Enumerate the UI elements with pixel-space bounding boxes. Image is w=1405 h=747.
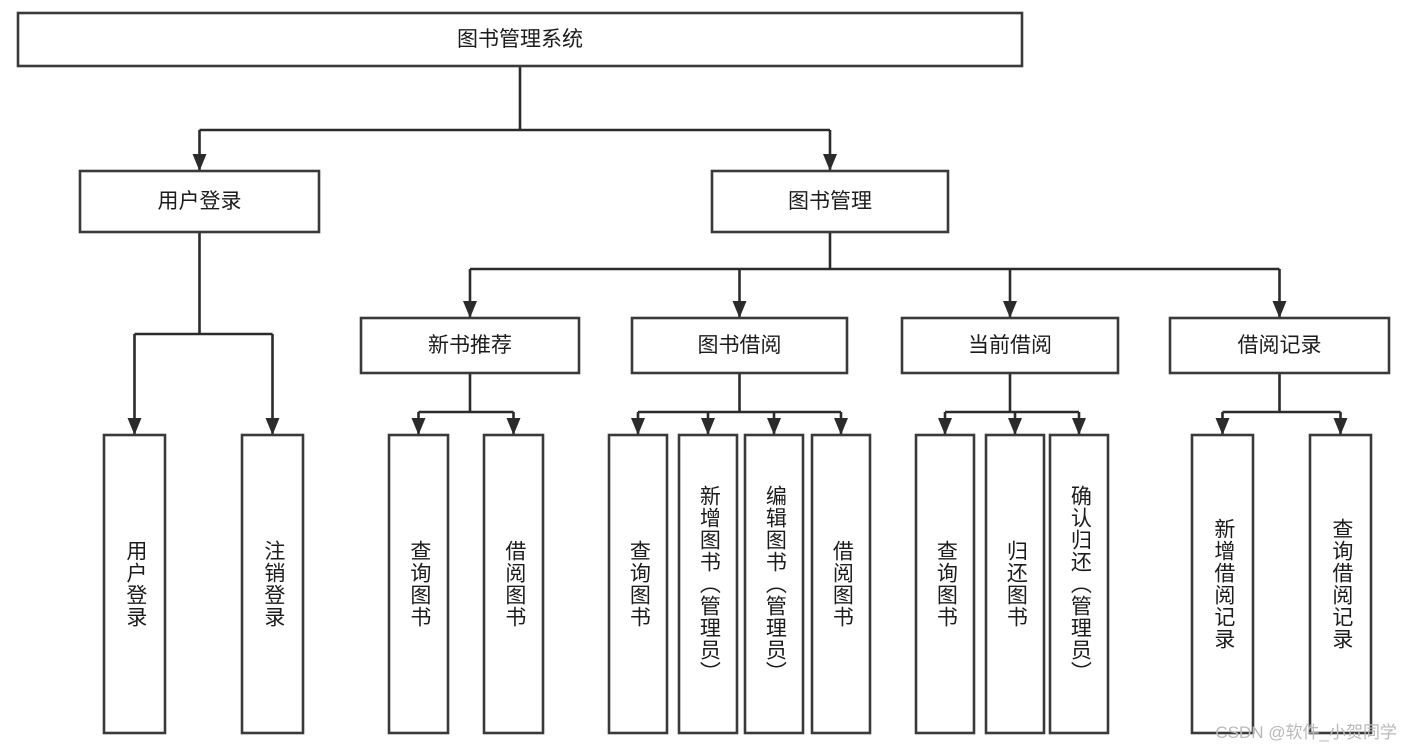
- leaf-node-leaf-confirm-return[interactable]: [1048, 433, 1110, 735]
- arrow-head-icon: [1215, 418, 1230, 435]
- arrow-head-icon: [127, 418, 142, 435]
- node-label-root: 图书管理系统: [457, 28, 583, 51]
- arrow-head-icon: [823, 154, 837, 171]
- leaf-node-leaf-query-book-1[interactable]: [387, 433, 450, 735]
- arrow-head-icon: [767, 418, 781, 435]
- arrow-head-icon: [631, 418, 645, 435]
- arrow-head-icon: [411, 418, 426, 435]
- arrow-head-icon: [463, 301, 477, 318]
- node-new-book-recommend[interactable]: [359, 316, 581, 375]
- arrow-head-icon: [1072, 418, 1086, 435]
- arrow-head-icon: [265, 418, 280, 435]
- leaf-node-leaf-query-book-3[interactable]: [914, 433, 976, 735]
- node-borrow-record[interactable]: [1168, 316, 1391, 375]
- leaf-node-leaf-query-book-2[interactable]: [607, 433, 669, 735]
- node-book-manage[interactable]: [710, 169, 950, 234]
- arrow-head-icon: [1272, 301, 1287, 318]
- leaf-node-leaf-add-book[interactable]: [677, 433, 739, 735]
- node-root-root[interactable]: [16, 11, 1024, 68]
- arrow-head-icon: [701, 418, 715, 435]
- arrow-head-icon: [1333, 418, 1348, 435]
- leaf-node-leaf-logout[interactable]: [240, 433, 305, 735]
- arrow-head-icon: [1008, 418, 1022, 435]
- arrow-head-icon: [192, 154, 207, 171]
- leaf-node-leaf-edit-book[interactable]: [743, 433, 805, 735]
- arrow-head-icon: [732, 301, 747, 318]
- leaf-node-leaf-borrow-book-2[interactable]: [810, 433, 872, 735]
- arrow-head-icon: [1003, 301, 1017, 318]
- node-label-new-book-recommend: 新书推荐: [428, 334, 512, 357]
- node-user-login[interactable]: [78, 169, 321, 234]
- leaf-node-leaf-query-record[interactable]: [1308, 433, 1373, 735]
- node-current-borrow[interactable]: [900, 316, 1120, 375]
- leaf-node-leaf-return-book[interactable]: [984, 433, 1046, 735]
- leaf-node-leaf-user-login[interactable]: [102, 433, 167, 735]
- connector-lines: [127, 66, 1348, 435]
- node-label-borrow-record: 借阅记录: [1238, 334, 1322, 357]
- watermark-text: CSDN @软件_小贺同学: [1215, 723, 1397, 742]
- node-boxes: [16, 11, 1391, 735]
- node-label-current-borrow: 当前借阅: [968, 334, 1052, 357]
- arrow-head-icon: [834, 418, 848, 435]
- node-label-book-manage: 图书管理: [788, 190, 872, 213]
- arrow-head-icon: [506, 418, 521, 435]
- node-label-book-borrow: 图书借阅: [698, 334, 782, 357]
- node-book-borrow[interactable]: [630, 316, 849, 375]
- leaf-node-leaf-borrow-book-1[interactable]: [482, 433, 545, 735]
- leaf-node-leaf-add-record[interactable]: [1190, 433, 1255, 735]
- node-label-user-login: 用户登录: [158, 190, 242, 213]
- arrow-head-icon: [938, 418, 952, 435]
